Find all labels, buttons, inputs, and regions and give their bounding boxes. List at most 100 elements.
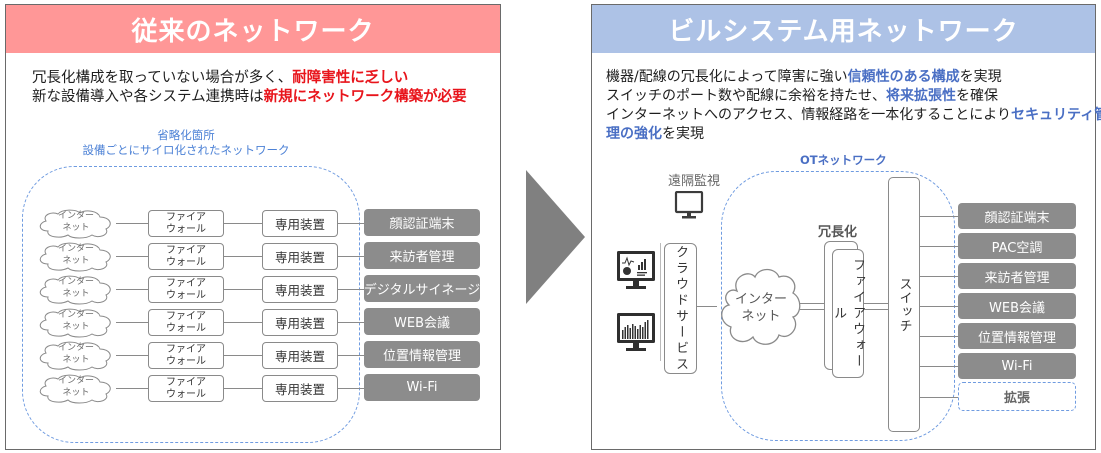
cloud-label-line-2: ネット (62, 355, 90, 365)
cloud-icon (39, 308, 111, 338)
firewall-label-line-2: ウォール (166, 355, 206, 367)
system-box: Wi-Fi (958, 353, 1076, 379)
chart-monitor-icon (617, 313, 655, 351)
internet-cloud: インター ネット (717, 263, 805, 351)
firewall-box: ファイアウォール (148, 243, 224, 270)
firewall-to-device-link (224, 355, 262, 357)
silo-caption: 省略化箇所 設備ごとにサイロ化されたネットワーク (46, 128, 326, 158)
system-label: PAC空調 (991, 240, 1043, 256)
conventional-network-description: 冗長化構成を取っていない場合が多く、耐障害性に乏しい 新な設備導入や各システム連… (32, 69, 467, 107)
firewall-box: ファイアウォール (148, 276, 224, 303)
cloud-label-line-1: インター (57, 310, 94, 320)
cloud-label-line-2: ネット (62, 223, 90, 233)
description-line-2: 新な設備導入や各システム連携時は新規にネットワーク構築が必要 (32, 89, 467, 105)
firewall-box: ファイアウォール (148, 342, 224, 369)
conventional-network-panel: 従来のネットワーク 冗長化構成を取っていない場合が多く、耐障害性に乏しい 新な設… (5, 4, 501, 450)
system-box: 来訪者管理 (958, 263, 1076, 289)
internet-cloud: インターネット (36, 374, 116, 404)
monitor-icon (674, 191, 704, 219)
description-line-2: スイッチのポート数や配線に余裕を持たせ、将来拡張性を確保 (606, 88, 998, 104)
highlight-poor-fault-tolerance: 耐障害性に乏しい (292, 70, 409, 86)
device-to-system-link (338, 256, 364, 258)
description-line-1: 機器/配線の冗長化によって障害に強い信頼性のある構成を実現 (606, 69, 1002, 85)
highlight-security-management-b: 理の強化 (606, 126, 662, 142)
dedicated-device-box: 専用装置 (262, 309, 338, 336)
switch-to-system-link (920, 246, 958, 248)
description-line-3: インターネットへのアクセス、情報経路を一本化することによりセキュリティ管 (606, 106, 1101, 125)
cloud-label-line-2: ネット (62, 322, 90, 332)
cloud-service-label: クラウドサービス (673, 244, 688, 373)
cloud-to-firewall-link (116, 355, 148, 357)
internet-cloud: インターネット (36, 308, 116, 338)
switch-to-system-link (920, 336, 958, 338)
highlight-security-management-a: セキュリティ管 (1011, 107, 1101, 123)
system-label: デジタルサイネージ (363, 283, 481, 298)
system-label: 顔認証端末 (389, 217, 455, 232)
cloud-to-firewall-link (116, 256, 148, 258)
system-label: 来訪者管理 (389, 250, 455, 265)
cloud-icon (39, 374, 111, 404)
system-label: WEB会議 (394, 316, 450, 331)
firewall-box: ファイアウォール (148, 210, 224, 237)
description-line-1: 冗長化構成を取っていない場合が多く、耐障害性に乏しい (32, 70, 409, 86)
firewall-box: ファイアウォール (148, 375, 224, 402)
firewall-to-switch-link-b (864, 309, 888, 311)
cloud-icon (39, 209, 111, 239)
firewall-label: ファイアウォール (831, 257, 865, 370)
firewall-to-device-link (224, 388, 262, 390)
switch-to-system-link (920, 306, 958, 308)
system-label: WEB会議 (989, 300, 1045, 316)
highlight-future-expandability: 将来拡張性 (886, 88, 956, 104)
cloud-label-line-1: インター (57, 211, 94, 221)
firewall-box: ファイアウォール (831, 249, 865, 378)
firewall-label-line-1: ファイア (166, 244, 206, 256)
internet-label-line-2: ネット (741, 309, 781, 324)
firewall-to-switch-link-a (864, 303, 888, 305)
firewall-label-line-2: ウォール (166, 223, 206, 235)
system-label: 顔認証端末 (984, 210, 1050, 226)
internet-cloud: インターネット (36, 242, 116, 272)
firewall-label-line-1: ファイア (166, 277, 206, 289)
device-to-system-link (338, 388, 364, 390)
system-box: WEB会議 (958, 293, 1076, 319)
system-label: 位置情報管理 (382, 349, 461, 364)
system-box: 位置情報管理 (958, 323, 1076, 349)
dedicated-device-box: 専用装置 (262, 243, 338, 270)
silo-network-region (22, 166, 360, 443)
device-to-system-link (338, 223, 364, 225)
dedicated-device-label: 専用装置 (274, 217, 325, 232)
switch-to-expansion-link (920, 397, 958, 399)
dedicated-device-label: 専用装置 (274, 250, 325, 265)
dedicated-device-box: 専用装置 (262, 276, 338, 303)
internet-cloud: インターネット (36, 341, 116, 371)
cloud-label-line-2: ネット (62, 256, 90, 266)
dedicated-device-label: 専用装置 (274, 349, 325, 364)
cloud-service-box: クラウドサービス (664, 243, 697, 374)
cloud-label-line-1: インター (57, 244, 94, 254)
firewall-label-line-2: ウォール (166, 256, 206, 268)
internet-label-line-1: インター (734, 292, 787, 307)
system-box: PAC空調 (958, 233, 1076, 259)
firewall-label-line-2: ウォール (166, 388, 206, 400)
dedicated-device-box: 専用装置 (262, 342, 338, 369)
firewall-box: ファイアウォール (148, 309, 224, 336)
ot-network-label: OTネットワーク (800, 153, 887, 167)
switch-to-system-link (920, 366, 958, 368)
remote-monitoring-label: 遠隔監視 (668, 174, 721, 189)
cloud-icon (39, 242, 111, 272)
cloud-label-line-1: インター (57, 277, 94, 287)
system-box: 顔認証端末 (958, 203, 1076, 229)
cloud-label-line-1: インター (57, 376, 94, 386)
dedicated-device-label: 専用装置 (274, 382, 325, 397)
dedicated-device-label: 専用装置 (274, 283, 325, 298)
monitor-divider (660, 243, 662, 361)
redundancy-label: 冗長化 (818, 225, 858, 240)
internet-cloud: インターネット (36, 275, 116, 305)
dedicated-device-label: 専用装置 (274, 316, 325, 331)
cloud-icon (39, 275, 111, 305)
dashboard-monitor-icon (617, 251, 655, 289)
conventional-network-title: 従来のネットワーク (6, 5, 500, 53)
cloud-icon (39, 341, 111, 371)
system-label: Wi-Fi (1001, 358, 1033, 374)
right-arrow-icon (526, 170, 585, 304)
